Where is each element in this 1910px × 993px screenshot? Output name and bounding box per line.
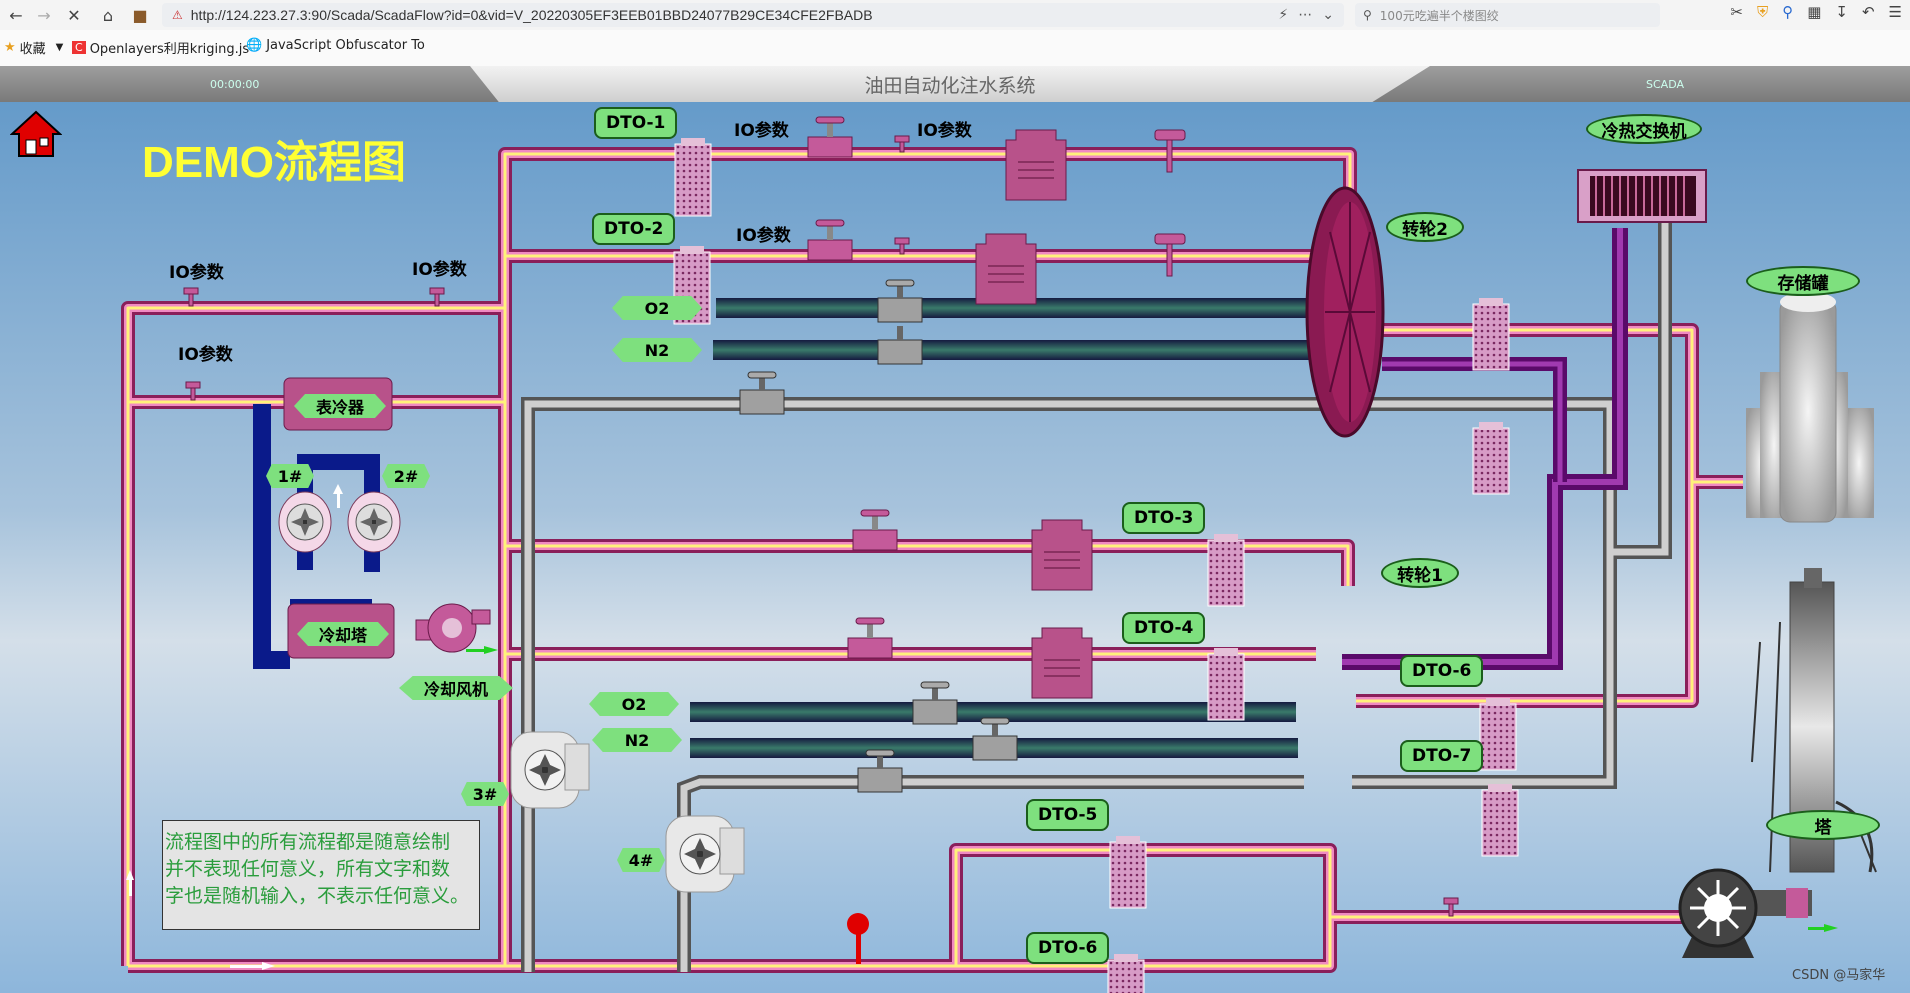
menu-icon[interactable]: ☰	[1888, 3, 1902, 21]
valves	[739, 116, 1018, 793]
badge-dto1[interactable]: DTO-1	[594, 107, 678, 139]
scada-canvas: 油田自动化注水系统 00:00:00 SCADA	[0, 66, 1910, 993]
fan-3	[510, 731, 590, 809]
note-line-2: 并不表现任何意义，所有文字和数	[165, 858, 451, 880]
o2-label-bottom: O2	[589, 692, 679, 716]
timer: 00:00:00	[210, 78, 260, 91]
bookmark-obfuscator[interactable]: 🌐 JavaScript Obfuscator To	[246, 38, 425, 53]
dampers	[975, 129, 1093, 699]
insecure-icon: ⚠	[172, 8, 183, 22]
label-heat-exchanger: 冷热交换机	[1586, 114, 1702, 144]
label-pump-1: 1#	[266, 464, 314, 488]
blower	[1678, 868, 1812, 958]
download-icon[interactable]: ↧	[1835, 3, 1848, 21]
badge-dto4[interactable]: DTO-4	[1122, 612, 1206, 644]
badge-dto3[interactable]: DTO-3	[1122, 502, 1206, 534]
scada-tag: SCADA	[1646, 78, 1684, 91]
shield-icon[interactable]: ⛨	[1756, 3, 1769, 21]
caret-down-icon: ▼	[55, 42, 64, 53]
csdn-icon: C	[72, 41, 86, 54]
extension-icon[interactable]: ■	[132, 5, 148, 25]
label-fan-3: 3#	[461, 782, 509, 806]
n2-label-bottom: N2	[592, 728, 682, 752]
badge-dto7[interactable]: DTO-7	[1400, 740, 1484, 772]
red-valve-indicator	[847, 913, 869, 964]
lightning-icon[interactable]: ⚡	[1278, 7, 1289, 23]
fan-4	[665, 815, 745, 893]
badge-dto5[interactable]: DTO-5	[1026, 799, 1110, 831]
flow-arrows	[126, 484, 1838, 970]
globe-icon: 🌐	[246, 38, 263, 53]
io-label-4: IO参数	[169, 263, 224, 283]
gauges	[183, 129, 1459, 917]
home-icon[interactable]: ⌂	[102, 5, 114, 25]
note-box: 流程图中的所有流程都是随意绘制 并不表现任何意义，所有文字和数 字也是随机输入，…	[162, 820, 480, 930]
n2-label-top: N2	[612, 338, 702, 362]
magnifier-icon[interactable]: ⚲	[1782, 3, 1794, 21]
note-line-3: 字也是随机输入，不表示任何意义。	[165, 885, 470, 907]
badge-dto6[interactable]: DTO-6	[1400, 655, 1484, 687]
back-icon[interactable]: ←	[9, 5, 23, 25]
diagram-title: DEMO流程图	[142, 138, 406, 187]
cooling-fan	[415, 603, 491, 653]
gray-pipes	[521, 202, 1672, 972]
grid-icon[interactable]: ▦	[1807, 3, 1822, 21]
home-icon[interactable]	[10, 110, 62, 160]
main-pipes	[121, 147, 1743, 973]
bookmark-favorites[interactable]: ★ 收藏 ▼	[4, 40, 64, 57]
label-wheel-2: 转轮2	[1386, 212, 1464, 242]
search-icon: ⚲	[1363, 8, 1372, 22]
more-icon[interactable]: ⋯	[1298, 7, 1313, 23]
forward-icon[interactable]: →	[37, 5, 51, 25]
water-pumps	[278, 491, 401, 553]
storage-tank	[1746, 292, 1874, 523]
label-fan-4: 4#	[617, 848, 665, 872]
o2-label-top: O2	[612, 296, 702, 320]
scissors-icon[interactable]: ✂	[1730, 3, 1743, 21]
search-input[interactable]: ⚲ 100元吃遍半个楼图绞	[1355, 3, 1660, 27]
star-icon: ★	[4, 40, 16, 55]
bookmark-openlayers[interactable]: C Openlayers利用kriging.js	[72, 38, 249, 57]
note-line-1: 流程图中的所有流程都是随意绘制	[165, 831, 451, 853]
chevron-down-icon[interactable]: ⌄	[1322, 7, 1334, 23]
address-bar[interactable]: ⚠ http://124.223.27.3:90/Scada/ScadaFlow…	[162, 3, 1344, 27]
label-surface-cooler: 表冷器	[294, 394, 386, 418]
search-placeholder: 100元吃遍半个楼图绞	[1379, 8, 1499, 23]
io-label-2: IO参数	[917, 121, 972, 141]
label-pump-2: 2#	[382, 464, 430, 488]
heat-exchanger	[1577, 169, 1707, 223]
url-text: http://124.223.27.3:90/Scada/ScadaFlow?i…	[190, 7, 873, 23]
filters	[673, 138, 1519, 993]
browser-toolbar: ← → ✕ ⌂ ■ ⚠ http://124.223.27.3:90/Scada…	[0, 0, 1910, 31]
label-cooling-fan: 冷却风机	[399, 676, 513, 700]
purple-pipes	[253, 228, 1628, 670]
undo-icon[interactable]: ↶	[1861, 3, 1875, 21]
io-label-1: IO参数	[734, 121, 789, 141]
stop-icon[interactable]: ✕	[67, 5, 81, 25]
rotary-wheel	[1305, 186, 1385, 438]
badge-dto2[interactable]: DTO-2	[592, 213, 676, 245]
page-title: 油田自动化注水系统	[470, 66, 1430, 102]
label-cooling-tower: 冷却塔	[297, 622, 389, 646]
label-tower: 塔	[1766, 810, 1880, 840]
badge-dto6-bottom[interactable]: DTO-6	[1026, 932, 1110, 964]
io-label-5: IO参数	[412, 260, 467, 280]
label-storage-tank: 存储罐	[1746, 266, 1860, 296]
io-label-6: IO参数	[178, 345, 233, 365]
process-diagram	[121, 116, 1877, 993]
watermark: CSDN @马家华	[1792, 968, 1886, 983]
io-label-3: IO参数	[736, 226, 791, 246]
label-wheel-1: 转轮1	[1381, 558, 1459, 588]
